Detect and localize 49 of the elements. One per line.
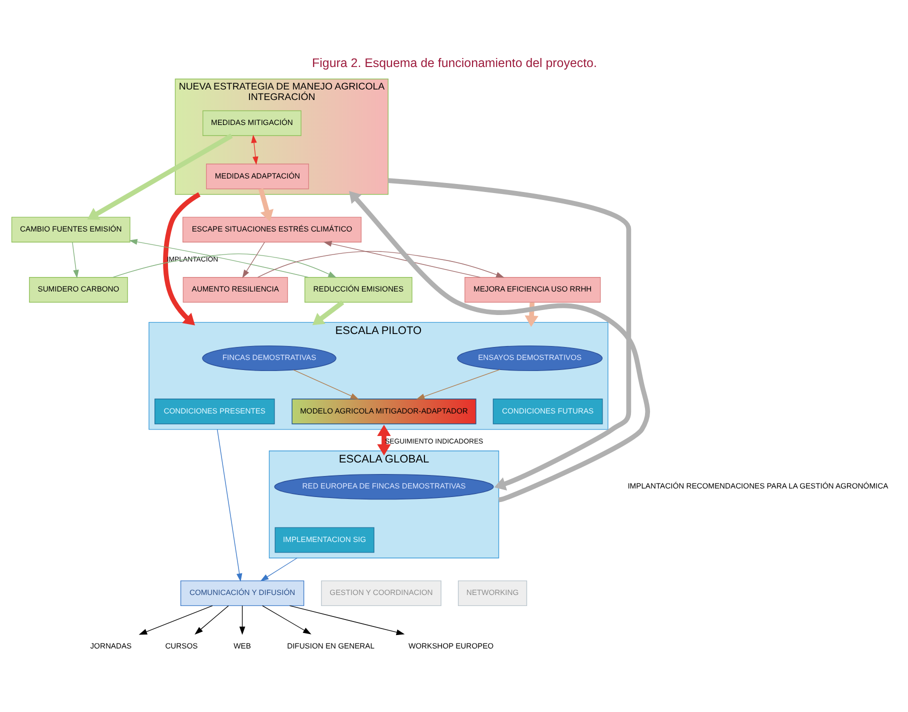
node-box: NETWORKING xyxy=(457,580,527,606)
label: IMPLANTACIÓN RECOMENDACIONES PARA LA GESTIÓN AGRONÓMICA xyxy=(627,481,888,490)
arrow xyxy=(258,188,274,222)
arrow xyxy=(194,604,228,634)
node-box: ESCAPE SITUACIONES ESTRÉS CLIMÁTICO xyxy=(182,216,362,242)
arrow xyxy=(387,178,631,490)
arrow xyxy=(322,240,480,278)
node-box: AUMENTO RESILIENCIA xyxy=(182,276,288,302)
node-box: MEDIDAS MITIGACIÓN xyxy=(202,110,301,136)
arrow xyxy=(416,368,500,399)
node-box: CONDICIONES PRESENTES xyxy=(154,398,274,424)
arrow xyxy=(138,604,212,634)
arrow xyxy=(112,252,336,278)
arrow xyxy=(348,190,650,502)
arrow xyxy=(292,369,358,399)
node-text: WORKSHOP EUROPEO xyxy=(408,640,494,650)
node-text: CURSOS xyxy=(164,640,198,650)
arrow xyxy=(288,604,404,635)
node-text: JORNADAS xyxy=(90,640,132,650)
arrow xyxy=(242,241,264,278)
node-ellipse: RED EUROPEA DE FINCAS DEMOSTRATIVAS xyxy=(274,474,494,500)
node-ellipse: ENSAYOS DEMOSTRATIVOS xyxy=(456,344,602,371)
node-box: REDUCCIÓN EMISIONES xyxy=(304,276,412,302)
node-box: GESTION Y COORDINACION xyxy=(320,580,441,606)
arrow xyxy=(376,424,390,455)
node-box: MODELO AGRICOLA MITIGADOR-ADAPTADOR xyxy=(291,398,476,424)
diagram-title: Figura 2. Esquema de funcionamiento del proyecto. xyxy=(312,55,596,70)
node-box: IMPLEMENTACION SIG xyxy=(274,526,374,552)
arrow xyxy=(312,300,344,325)
arrow xyxy=(262,604,311,634)
arrow xyxy=(86,133,232,220)
node-box: CAMBIO FUENTES EMISIÓN xyxy=(10,216,130,242)
node-box: MEDIDAS ADAPTACIÓN xyxy=(206,163,308,189)
node-ellipse: FINCAS DEMOSTRATIVAS xyxy=(202,344,336,371)
node-box: MEJORA EFICIENCIA USO RRHH xyxy=(464,276,600,302)
arrow xyxy=(260,557,297,581)
node-box: SUMIDERO CARBONO xyxy=(28,276,128,302)
node-text: WEB xyxy=(233,640,250,650)
arrow xyxy=(216,428,242,582)
arrow xyxy=(238,604,245,634)
arrow xyxy=(72,241,78,278)
node-box: CONDICIONES FUTURAS xyxy=(492,398,602,424)
arrow xyxy=(162,192,200,325)
arrow xyxy=(524,302,538,326)
node-text: DIFUSION EN GENERAL xyxy=(286,640,374,650)
arrow xyxy=(250,134,258,164)
arrow xyxy=(256,250,504,278)
arrow xyxy=(128,238,308,278)
node-box: COMUNICACIÓN Y DIFUSIÓN xyxy=(180,580,304,606)
